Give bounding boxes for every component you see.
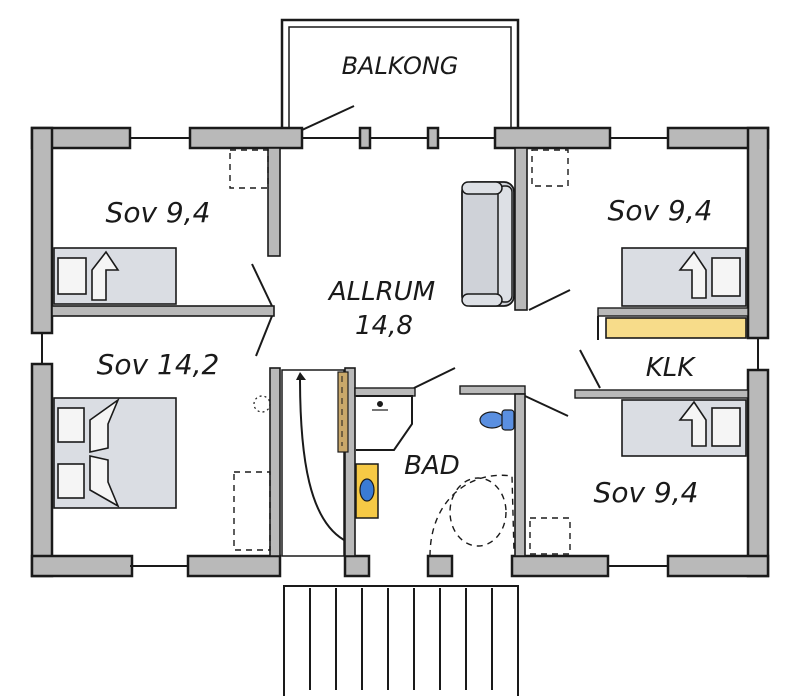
balcony [280, 18, 520, 128]
bed-top-left [53, 247, 177, 305]
bed-top-right [621, 247, 747, 307]
sofa [461, 181, 515, 307]
closets [229, 149, 571, 555]
bathroom-fixtures [355, 395, 515, 557]
entrance-steps [283, 585, 519, 696]
living-room-area: 14,8 [355, 311, 413, 341]
living-room-label: ALLRUM [327, 277, 435, 307]
bedroom-top-left-label: Sov 9,4 [106, 196, 211, 229]
toilet-icon [479, 411, 505, 429]
sink-icon [359, 478, 375, 502]
bed-bottom-right [621, 399, 747, 457]
exterior-walls [30, 126, 770, 578]
stairwell [253, 369, 349, 557]
doors [251, 105, 601, 417]
bathroom-label: BAD [404, 451, 460, 481]
shower-head-icon [377, 401, 383, 407]
bed-double-left [53, 397, 177, 509]
wardrobe-shelf [597, 316, 747, 340]
bedroom-bottom-left-label: Sov 14,2 [97, 348, 220, 381]
closet-label: KLK [646, 353, 697, 383]
balcony-label: BALKONG [342, 52, 459, 80]
bedroom-top-right-label: Sov 9,4 [608, 194, 713, 227]
bedroom-bottom-right-label: Sov 9,4 [594, 476, 699, 509]
interior-walls [51, 147, 749, 557]
